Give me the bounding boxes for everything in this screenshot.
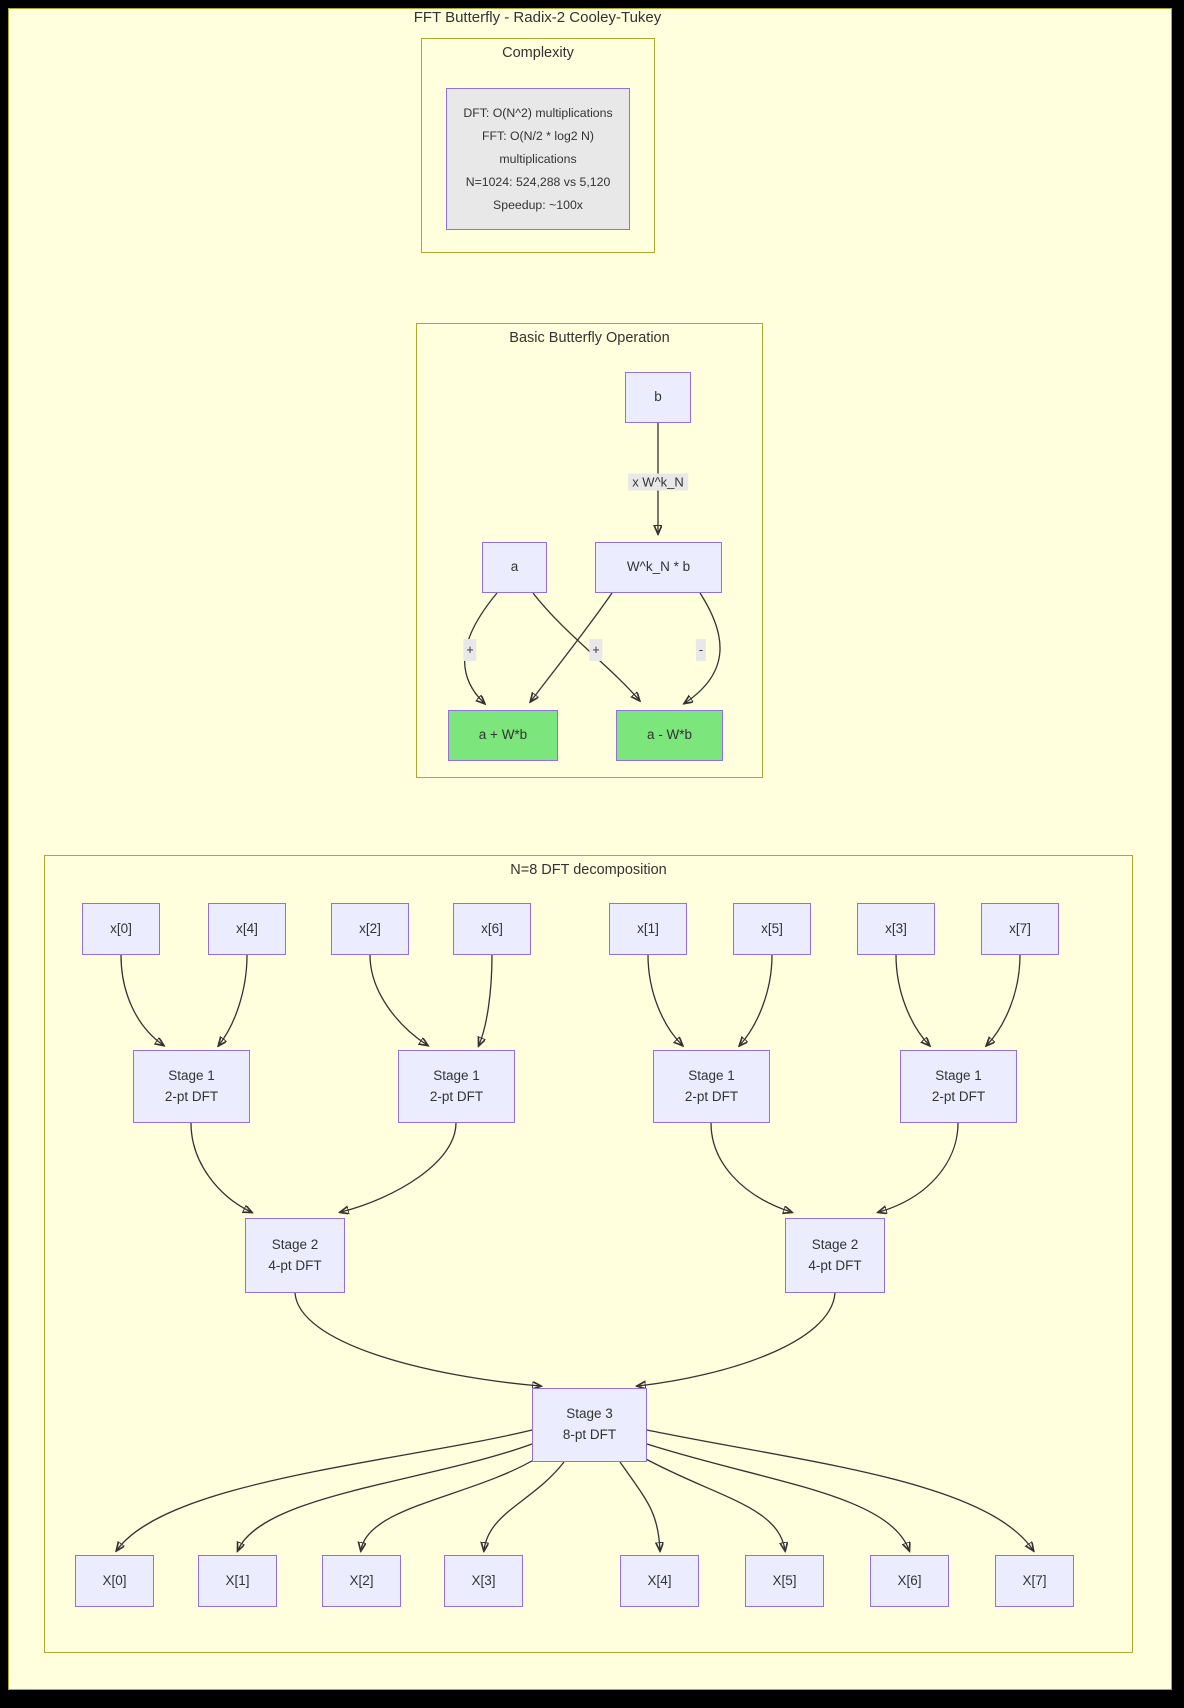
stats-line-1: DFT: O(N^2) multiplications: [463, 105, 613, 120]
edge-s1b-to-s2a: [341, 1122, 457, 1212]
node-stage2-b: Stage 2 4-pt DFT: [785, 1218, 885, 1293]
node-input-x3: x[3]: [857, 903, 935, 955]
node-stage1-d: Stage 1 2-pt DFT: [900, 1050, 1017, 1123]
edge-s2b-to-s3: [638, 1292, 836, 1386]
node-stage1-a: Stage 1 2-pt DFT: [133, 1050, 250, 1123]
edge-s3-to-X4: [619, 1461, 660, 1550]
stats-line-4: N=1024: 524,288 vs 5,120: [465, 174, 611, 189]
node-a: a: [482, 542, 547, 593]
node-output-X3: X[3]: [444, 1555, 523, 1607]
edge-x2-to-s1b: [369, 954, 427, 1045]
node-wb: W^k_N * b: [595, 542, 722, 593]
node-output-X5: X[5]: [745, 1555, 824, 1607]
cluster-decomposition-title: N=8 DFT decomposition: [510, 862, 667, 878]
node-output-X4: X[4]: [620, 1555, 699, 1607]
stage1-a-line2: 2-pt DFT: [164, 1088, 219, 1104]
diagram-title: FFT Butterfly - Radix-2 Cooley-Tukey: [413, 9, 662, 26]
stage1-c-line1: Stage 1: [688, 1067, 735, 1083]
node-stage2-a: Stage 2 4-pt DFT: [245, 1218, 345, 1293]
stage2-b-line2: 4-pt DFT: [808, 1257, 862, 1273]
edge-x0-to-s1a: [120, 954, 163, 1045]
stage1-b-line1: Stage 1: [433, 1067, 480, 1083]
edge-wb-to-sum: [531, 592, 613, 701]
edge-x6-to-s1b: [479, 954, 493, 1045]
node-input-x7: x[7]: [981, 903, 1059, 955]
stage2-a-line1: Stage 2: [271, 1236, 319, 1252]
node-output-X7: X[7]: [995, 1555, 1074, 1607]
node-stage3: Stage 3 8-pt DFT: [532, 1388, 647, 1462]
edge-x1-to-s1c: [647, 954, 682, 1045]
edge-s1d-to-s2b: [879, 1122, 959, 1212]
edge-x5-to-s1c: [740, 954, 773, 1045]
stage3-line1: Stage 3: [566, 1406, 613, 1422]
node-input-x0: x[0]: [82, 903, 160, 955]
edge-s3-to-X1: [238, 1443, 533, 1550]
edge-wb-to-diff: [685, 592, 721, 703]
edge-x7-to-s1d: [987, 954, 1021, 1045]
edge-label-minus: -: [695, 639, 707, 661]
edge-s1a-to-s2a: [190, 1122, 251, 1212]
node-input-x6: x[6]: [453, 903, 531, 955]
edge-s3-to-X7: [646, 1429, 1033, 1550]
edge-x3-to-s1d: [895, 954, 929, 1045]
stage2-a-line2: 4-pt DFT: [268, 1257, 322, 1273]
edge-label-plus-left: +: [463, 639, 477, 661]
edge-s2a-to-s3: [294, 1292, 540, 1386]
stage2-b-line1: Stage 2: [811, 1236, 859, 1252]
edge-label-twiddle: x W^k_N: [628, 473, 688, 491]
stage1-d-line1: Stage 1: [935, 1067, 982, 1083]
stage1-b-line2: 2-pt DFT: [429, 1088, 484, 1104]
stage3-line2: 8-pt DFT: [562, 1427, 617, 1442]
edge-label-plus-mid: +: [589, 639, 603, 661]
cluster-complexity-title: Complexity: [502, 45, 574, 61]
edge-s1c-to-s2b: [710, 1122, 791, 1212]
stage1-d-line2: 2-pt DFT: [931, 1088, 986, 1104]
edge-s3-to-X2: [361, 1457, 538, 1550]
node-diff: a - W*b: [616, 710, 723, 761]
cluster-complexity: Complexity: [421, 38, 655, 253]
edge-s3-to-X0: [117, 1429, 533, 1550]
node-output-X1: X[1]: [198, 1555, 277, 1607]
node-output-X2: X[2]: [322, 1555, 401, 1607]
stage1-c-line2: 2-pt DFT: [684, 1088, 739, 1104]
edge-a-to-diff: [532, 592, 639, 700]
edge-x4-to-s1a: [219, 954, 248, 1045]
edge-s3-to-X3: [484, 1461, 565, 1550]
stats-line-3: multiplications: [499, 151, 577, 166]
node-input-x5: x[5]: [733, 903, 811, 955]
node-b: b: [625, 372, 691, 423]
node-sum: a + W*b: [448, 710, 558, 761]
node-complexity-stats: DFT: O(N^2) multiplications FFT: O(N/2 *…: [446, 88, 630, 230]
node-input-x1: x[1]: [609, 903, 687, 955]
cluster-butterfly-title: Basic Butterfly Operation: [509, 330, 670, 346]
edge-s3-to-X5: [643, 1457, 785, 1550]
node-stage1-c: Stage 1 2-pt DFT: [653, 1050, 770, 1123]
stage1-a-line1: Stage 1: [168, 1067, 215, 1083]
node-input-x4: x[4]: [208, 903, 286, 955]
node-output-X0: X[0]: [75, 1555, 154, 1607]
node-output-X6: X[6]: [870, 1555, 949, 1607]
cluster-decomposition: N=8 DFT decomposition: [44, 855, 1133, 1653]
edge-s3-to-X6: [646, 1443, 909, 1550]
stats-line-5: Speedup: ~100x: [493, 197, 583, 212]
stats-line-2: FFT: O(N/2 * log2 N): [481, 128, 595, 143]
node-input-x2: x[2]: [331, 903, 409, 955]
cluster-butterfly: Basic Butterfly Operation: [416, 323, 763, 778]
node-stage1-b: Stage 1 2-pt DFT: [398, 1050, 515, 1123]
